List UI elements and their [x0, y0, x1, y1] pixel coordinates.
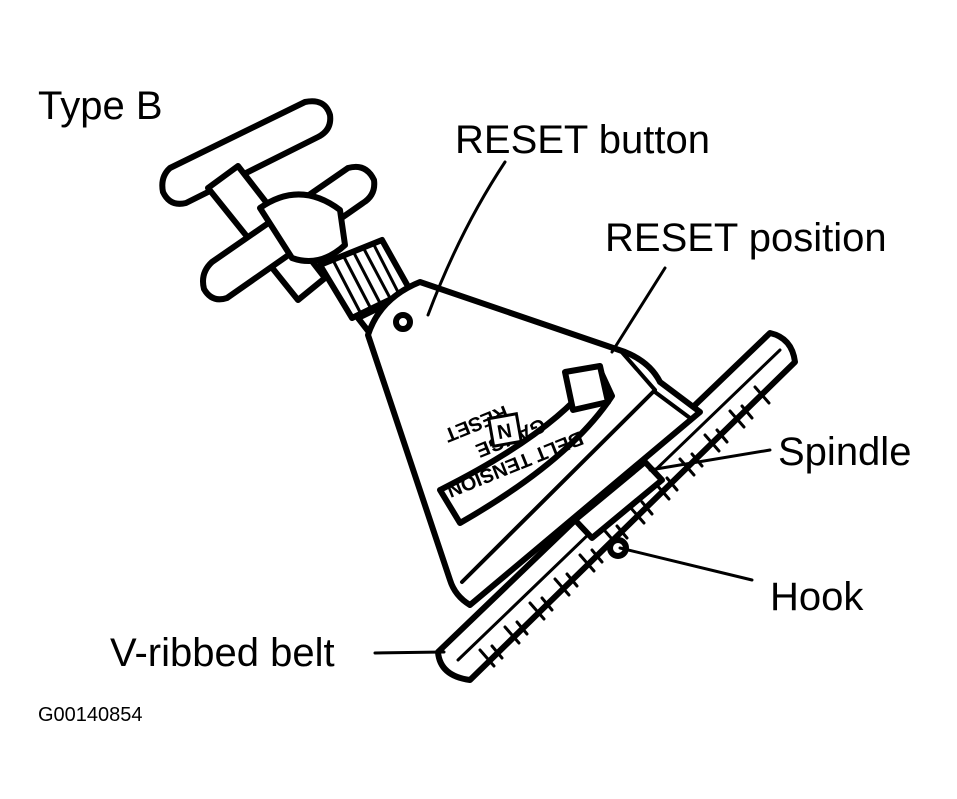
reset-button-label: RESET button: [455, 118, 710, 162]
type-label: Type B: [38, 84, 163, 128]
reset-button-dot: [393, 312, 413, 332]
hook-label: Hook: [770, 575, 864, 619]
spindle: [572, 459, 665, 559]
t-handle: [159, 98, 378, 303]
v-ribbed-belt-label: V-ribbed belt: [110, 631, 335, 675]
reset-indicator: [562, 363, 611, 413]
n-badge: N: [487, 412, 523, 448]
spindle-label: Spindle: [778, 430, 912, 474]
svg-text:N: N: [496, 420, 514, 444]
tension-scale: [437, 363, 615, 526]
figure-id: G00140854: [38, 704, 143, 726]
reset-position-label: RESET position: [605, 216, 887, 260]
leader-lines: [373, 160, 772, 655]
